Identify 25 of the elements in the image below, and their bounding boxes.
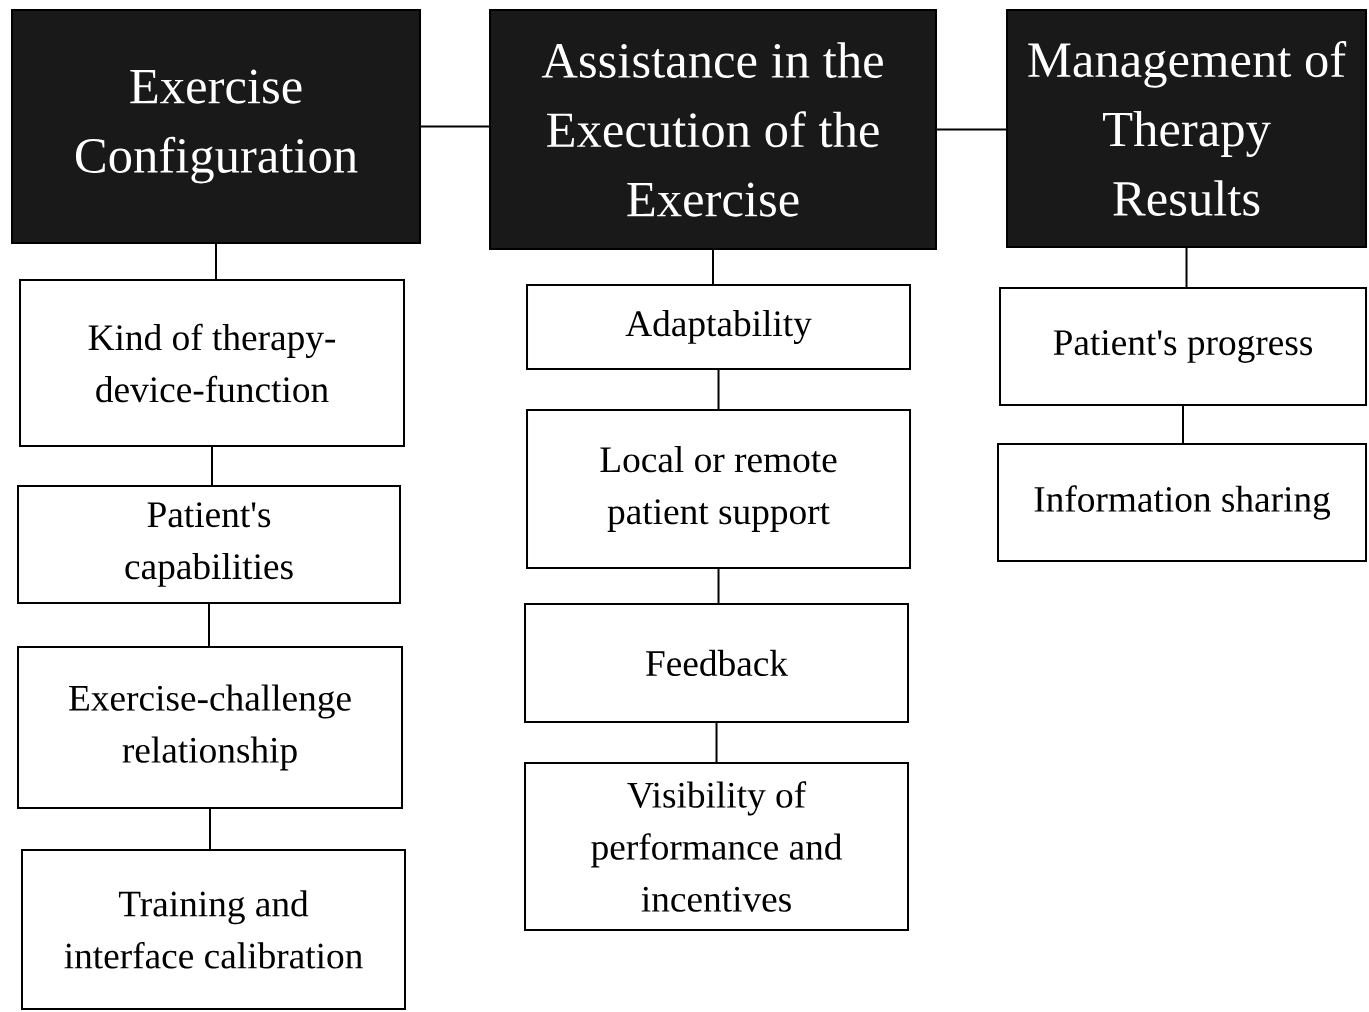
- connector-line: [420, 125, 490, 128]
- item-box: Adaptability: [526, 284, 911, 370]
- item-box: Kind of therapy-device-function: [19, 279, 405, 447]
- header-box: Assistance in the Execution of the Exercise: [489, 9, 937, 250]
- item-box: Feedback: [524, 603, 909, 723]
- item-box: Patient's capabilities: [17, 485, 401, 604]
- connector-line: [215, 243, 217, 280]
- item-box: Information sharing: [997, 443, 1367, 562]
- connector-line: [717, 568, 720, 604]
- connector-line: [712, 249, 714, 285]
- item-box: Patient's progress: [999, 287, 1367, 406]
- connector-line: [715, 722, 718, 763]
- item-box: Exercise-challenge relationship: [17, 646, 403, 809]
- item-box: Training and interface calibration: [21, 849, 406, 1010]
- item-box: Local or remote patient support: [526, 409, 911, 569]
- connector-line: [1185, 247, 1188, 288]
- header-box: Exercise Configuration: [11, 9, 421, 244]
- connector-line: [209, 808, 211, 850]
- item-box: Visibility of performance and incentives: [524, 762, 909, 931]
- header-box: Management of Therapy Results: [1006, 9, 1367, 248]
- connector-line: [717, 369, 720, 410]
- connector-line: [1182, 405, 1184, 444]
- connector-line: [208, 603, 210, 647]
- connector-line: [936, 128, 1007, 131]
- connector-line: [211, 446, 213, 486]
